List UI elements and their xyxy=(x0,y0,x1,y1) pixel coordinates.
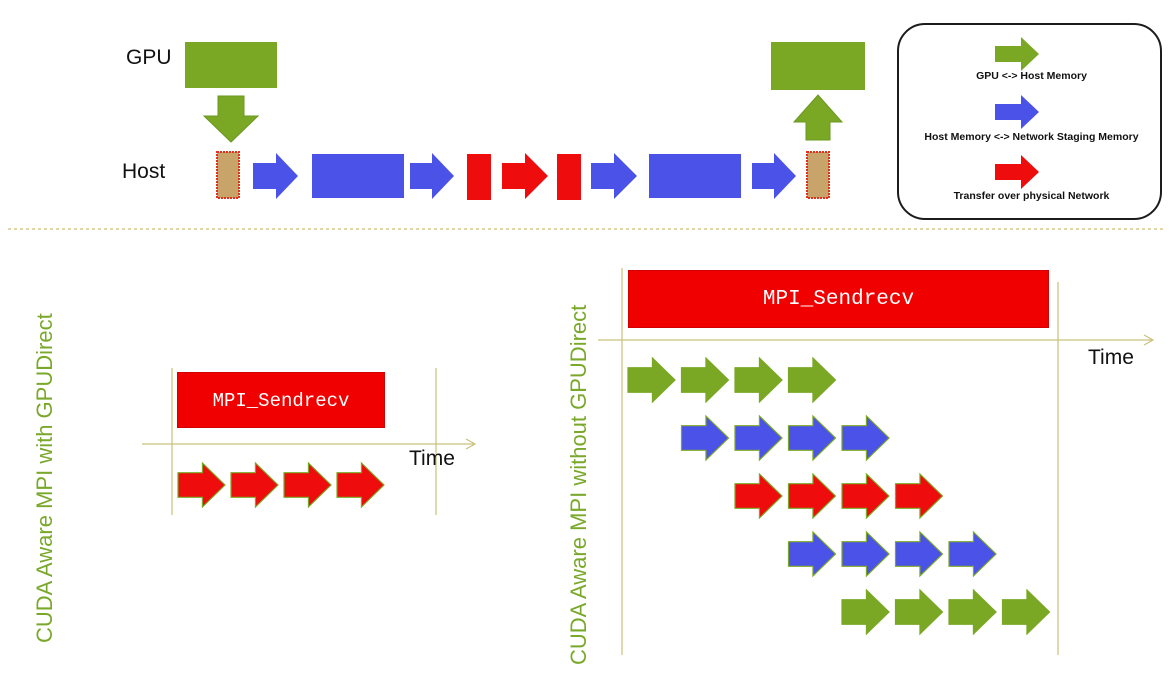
right-chunk-arrow-icon xyxy=(627,356,676,404)
legend-label-host-staging: Host Memory <-> Network Staging Memory xyxy=(924,131,1139,143)
up-arrow-icon xyxy=(792,94,844,141)
right-time-label: Time xyxy=(1088,346,1134,369)
right-chunk-arrow-icon xyxy=(841,530,890,578)
top-transfer-pipeline xyxy=(8,94,1165,230)
right-time-axis-arrowhead xyxy=(1143,334,1155,346)
left-time-label: Time xyxy=(409,447,455,470)
host-label: Host xyxy=(122,160,166,183)
host-buffer-source xyxy=(216,151,240,199)
legend: GPU <-> Host Memory Host Memory <-> Netw… xyxy=(897,23,1162,220)
left-chunk-arrow-icon xyxy=(283,461,332,509)
right-chunk-arrow-icon xyxy=(787,472,837,520)
right-chunk-arrow-icon xyxy=(734,356,783,404)
staging-buffer-receive xyxy=(649,154,741,198)
right-chunk-arrow-icon xyxy=(841,414,890,462)
left-chunk-arrow-icon xyxy=(177,461,226,509)
gpu-block-source xyxy=(185,42,277,88)
legend-red-arrow-icon xyxy=(995,155,1039,189)
staging-buffer-send xyxy=(312,154,404,198)
right-chunk-arrow-icon xyxy=(680,356,730,404)
left-chunk-arrow-icon xyxy=(230,461,279,509)
right-chunk-arrow-icon xyxy=(734,472,783,520)
right-chunk-arrow-icon xyxy=(680,414,730,462)
legend-green-arrow-icon xyxy=(995,37,1039,71)
right-chunk-arrow-icon xyxy=(894,588,944,636)
right-chunk-arrow-icon xyxy=(734,414,783,462)
right-chunk-arrow-icon xyxy=(787,530,837,578)
down-arrow-icon xyxy=(202,95,260,143)
right-chunk-arrow-icon xyxy=(894,530,944,578)
gpu-label: GPU xyxy=(126,46,172,69)
left-mpi-sendrecv-block: MPI_Sendrecv xyxy=(177,372,385,428)
right-chunk-arrow-icon xyxy=(1001,588,1051,636)
network-block-send xyxy=(467,154,491,200)
left-time-axis-arrowhead xyxy=(465,438,477,450)
legend-label-network: Transfer over physical Network xyxy=(953,190,1110,202)
left-timeline xyxy=(142,368,477,515)
right-chunk-arrow-icon xyxy=(948,530,997,578)
network-block-receive xyxy=(557,154,581,200)
right-arrow-icon xyxy=(502,153,548,199)
right-mpi-sendrecv-block: MPI_Sendrecv xyxy=(628,270,1049,328)
right-chunk-arrow-icon xyxy=(841,588,890,636)
left-chunk-arrow-icon xyxy=(336,461,385,509)
host-buffer-destination xyxy=(806,151,830,199)
gpu-block-destination xyxy=(771,42,865,90)
right-arrow-icon xyxy=(752,153,796,199)
legend-blue-arrow-icon xyxy=(995,95,1039,129)
legend-swatches xyxy=(995,37,1039,189)
right-chunk-arrow-icon xyxy=(787,356,837,404)
right-arrow-icon xyxy=(253,153,298,199)
legend-label-gpu-host: GPU <-> Host Memory xyxy=(976,70,1087,82)
right-arrow-icon xyxy=(591,153,637,199)
right-chunk-arrow-icon xyxy=(948,588,997,636)
right-chunk-arrow-icon xyxy=(787,414,837,462)
right-chunk-arrow-icon xyxy=(894,472,944,520)
right-chunk-arrow-icon xyxy=(841,472,890,520)
right-arrow-icon xyxy=(410,153,454,199)
